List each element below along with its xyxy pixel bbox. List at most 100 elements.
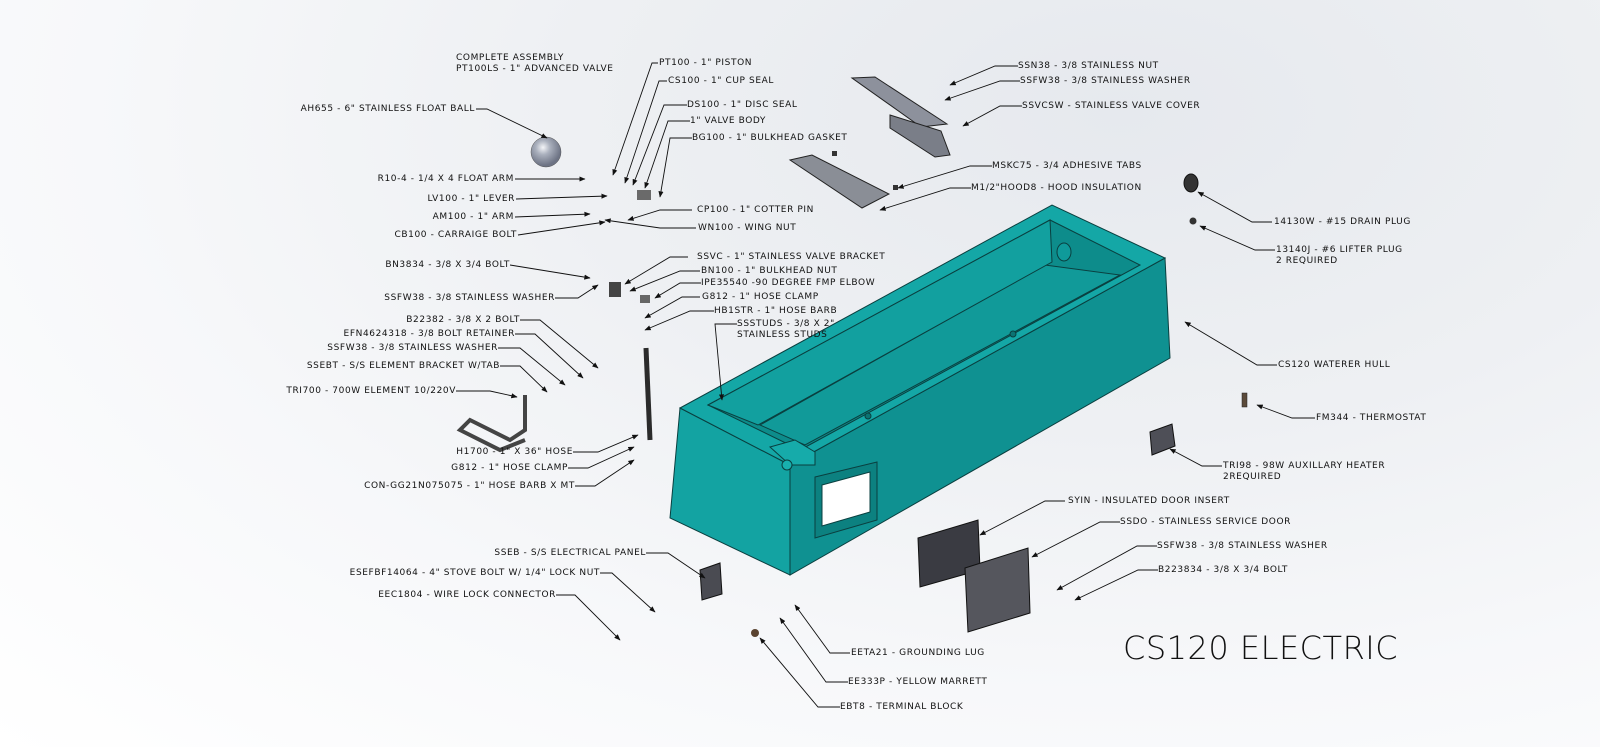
leader-cs100: [624, 80, 667, 184]
leader-eeta21: [794, 604, 850, 654]
valve-body: [637, 190, 651, 200]
leader-b223834: [1074, 569, 1158, 601]
thermostat: [1241, 392, 1248, 408]
leader-valve-body: [644, 120, 690, 189]
label-con: CON-GG21N075075 - 1" HOSE BARB X MT: [364, 481, 575, 491]
terminal-block: [751, 629, 759, 637]
assembly-note-line2: PT100LS - 1" ADVANCED VALVE: [456, 64, 614, 74]
electrical-panel: [699, 562, 723, 601]
valve-cover-flange: [889, 114, 951, 158]
assembly-note-line1: COMPLETE ASSEMBLY: [456, 53, 565, 63]
label-ssstuds-2: STAINLESS STUDS: [737, 330, 828, 340]
label-hb1str: HB1STR - 1" HOSE BARB: [714, 306, 838, 316]
leader-ah655: [476, 108, 548, 139]
label-ssfw38-left: SSFW38 - 3/8 STAINLESS WASHER: [384, 293, 555, 303]
label-lifter-plug-qty: 2 REQUIRED: [1276, 256, 1338, 266]
label-g812-top: G812 - 1" HOSE CLAMP: [702, 292, 819, 302]
leader-eec1804: [556, 594, 621, 641]
leader-mskc75: [897, 165, 992, 189]
leader-ssstuds: [714, 323, 737, 401]
label-ssn38: SSN38 - 3/8 STAINLESS NUT: [1018, 61, 1159, 71]
label-g812-bottom: G812 - 1" HOSE CLAMP: [451, 463, 568, 473]
leader-ssdo: [1031, 521, 1120, 558]
leader-ssn38: [949, 65, 1018, 86]
leader-ee333p: [779, 617, 848, 683]
hull-hole: [1009, 330, 1017, 338]
lifter-plug: [1189, 217, 1197, 225]
leader-ssebt: [500, 365, 548, 393]
leader-ssfw38-left2: [498, 347, 566, 386]
leader-m1hood: [879, 187, 971, 211]
leader-efn: [515, 333, 584, 379]
label-ipe: IPE35540 -90 DEGREE FMP ELBOW: [701, 278, 876, 288]
label-cs100: CS100 - 1" CUP SEAL: [668, 76, 775, 86]
label-ah655: AH655 - 6" STAINLESS FLOAT BALL: [300, 104, 475, 114]
label-ssfw38-right: SSFW38 - 3/8 STAINLESS WASHER: [1157, 541, 1328, 551]
leader-am100: [514, 211, 591, 218]
label-b22382: B22382 - 3/8 X 2 BOLT: [406, 315, 520, 325]
leader-wn100: [604, 218, 696, 229]
float-ball: [530, 136, 562, 168]
leader-syin: [979, 500, 1065, 536]
hull-hole: [864, 412, 872, 420]
leader-ebt8: [759, 637, 840, 708]
label-lifter-plug: 13140J - #6 LIFTER PLUG: [1276, 245, 1403, 255]
service-door: [964, 547, 1031, 633]
label-hull: CS120 WATERER HULL: [1278, 360, 1391, 370]
label-ssfw38-top: SSFW38 - 3/8 STAINLESS WASHER: [1020, 76, 1191, 86]
label-ds100: DS100 - 1" DISC SEAL: [687, 100, 798, 110]
label-pt100: PT100 - 1" PISTON: [659, 58, 753, 68]
adhesive-tab: [893, 185, 898, 190]
leader-lv100: [515, 193, 608, 200]
adhesive-tab: [832, 151, 837, 156]
leader-hull: [1184, 321, 1277, 366]
waterer-hull: [669, 204, 1171, 576]
label-ssebt: SSEBT - S/S ELEMENT BRACKET W/TAB: [306, 361, 500, 371]
bulkhead-nut: [609, 282, 621, 297]
leader-cp100: [627, 209, 692, 221]
leader-ipe: [654, 282, 701, 299]
hood-insulation: [788, 154, 891, 209]
leader-ssfw38-top: [944, 80, 1020, 101]
aux-heater: [1149, 423, 1176, 456]
label-lv100: LV100 - 1" LEVER: [427, 194, 515, 204]
label-efn: EFN4624318 - 3/8 BOLT RETAINER: [343, 329, 515, 339]
label-eec1804: EEC1804 - WIRE LOCK CONNECTOR: [378, 590, 556, 600]
label-bn3834: BN3834 - 3/8 X 3/4 BOLT: [385, 260, 510, 270]
parts: [456, 76, 1248, 637]
leader-drain-plug: [1197, 191, 1272, 223]
label-wn100: WN100 - WING NUT: [698, 223, 797, 233]
leader-lines: [456, 62, 1315, 708]
label-ee333p: EE333P - YELLOW MARRETT: [848, 677, 988, 687]
label-ssdo: SSDO - STAINLESS SERVICE DOOR: [1120, 517, 1292, 527]
label-cp100: CP100 - 1" COTTER PIN: [697, 205, 815, 215]
leader-cb100: [517, 220, 606, 236]
leader-tri700: [456, 390, 518, 399]
leader-hb1str: [644, 310, 714, 331]
leader-h1700: [573, 434, 639, 453]
leader-bn100: [629, 270, 700, 292]
label-valve-body: 1" VALVE BODY: [690, 116, 767, 126]
label-syin: SYIN - INSULATED DOOR INSERT: [1068, 496, 1230, 506]
leader-ssfw38-right: [1056, 545, 1157, 591]
label-ssvcsw: SSVCSW - STAINLESS VALVE COVER: [1022, 101, 1201, 111]
label-tri700: TRI700 - 700W ELEMENT 10/220V: [286, 386, 456, 396]
leader-ssvcsw: [962, 105, 1022, 127]
hull-drain-hole: [1056, 242, 1072, 262]
label-eeta21: EETA21 - GROUNDING LUG: [851, 648, 985, 658]
label-ssstuds-1: SSSTUDS - 3/8 X 2": [737, 319, 835, 329]
label-tri98-qty: 2REQUIRED: [1223, 472, 1282, 482]
label-tri98: TRI98 - 98W AUXILLARY HEATER: [1223, 461, 1386, 471]
leader-fm344: [1256, 404, 1315, 419]
label-sseb: SSEB - S/S ELECTRICAL PANEL: [494, 548, 646, 558]
hull-corner: [781, 459, 793, 471]
heating-element: [456, 395, 527, 453]
label-fm344: FM344 - THERMOSTAT: [1316, 413, 1427, 423]
label-esefbf: ESEFBF14064 - 4" STOVE BOLT W/ 1/4" LOCK…: [349, 568, 600, 578]
leader-ds100: [632, 104, 687, 186]
label-mskc75: MSKC75 - 3/4 ADHESIVE TABS: [992, 161, 1142, 171]
label-cb100: CB100 - CARRAIGE BOLT: [394, 230, 517, 240]
label-drain-plug: 14130W - #15 DRAIN PLUG: [1274, 217, 1411, 227]
hull-door-opening: [821, 471, 871, 527]
